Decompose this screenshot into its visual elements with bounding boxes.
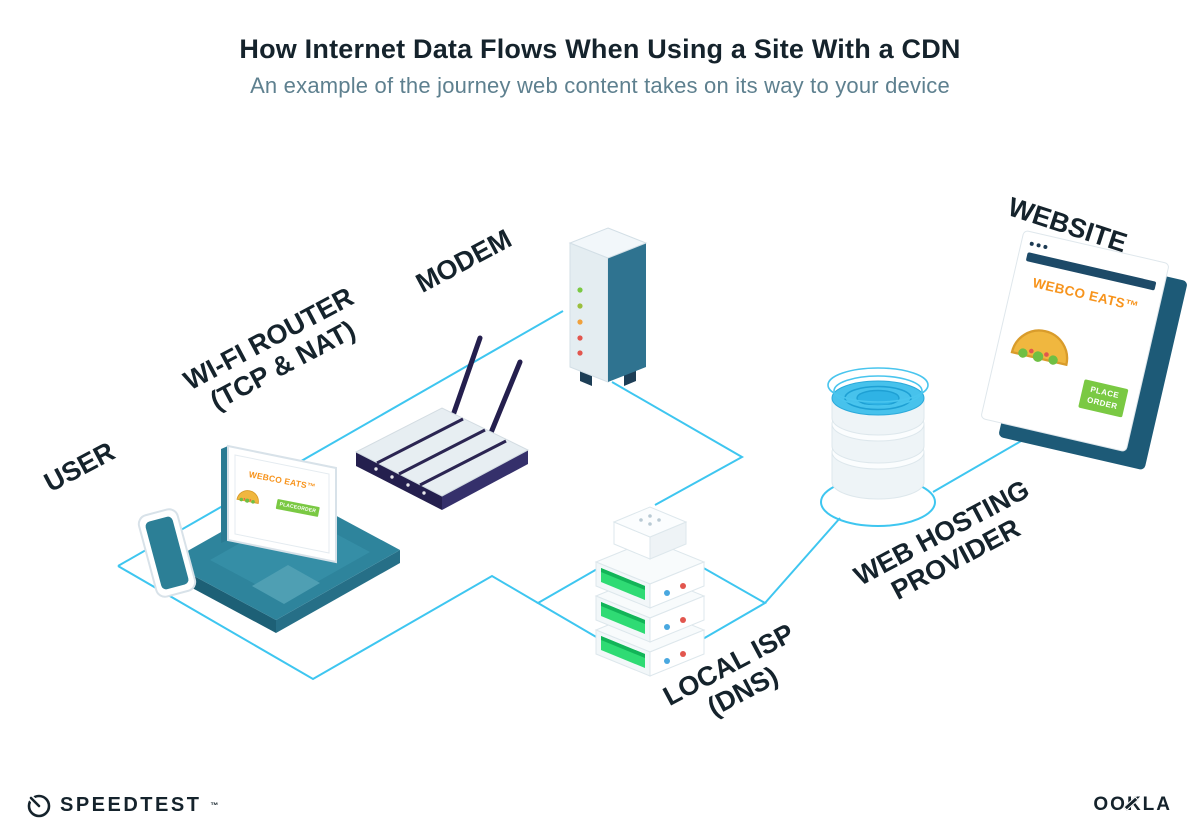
speedtest-trademark: ™: [210, 800, 219, 810]
server-top-dots: [639, 514, 661, 526]
taco-icon: [1007, 313, 1078, 375]
database-ripple-rings: [827, 367, 929, 407]
place-order-button: PLACE ORDER: [1078, 379, 1129, 418]
taco-icon: [236, 490, 259, 504]
browser-dot: [1036, 242, 1042, 248]
header: How Internet Data Flows When Using a Sit…: [0, 34, 1200, 99]
speedtest-wordmark: SPEEDTEST: [60, 793, 202, 816]
footer: SPEEDTEST ™ OOKLA: [0, 778, 1200, 836]
smartphone-illustration: [137, 508, 197, 598]
wifi-router-illustration: [354, 335, 530, 510]
browser-dot: [1029, 240, 1035, 246]
web-hosting-database-illustration: [827, 367, 929, 500]
isp-server-illustration: [594, 506, 706, 677]
laptop-touchpad: [252, 565, 320, 604]
modem-illustration: [568, 227, 648, 386]
website-browser-window: WEBCO EATS™ PLACE ORDER: [980, 229, 1170, 453]
router-antennas: [447, 335, 523, 443]
modem-led-lights: [577, 287, 583, 356]
page-subtitle: An example of the journey web content ta…: [250, 73, 950, 98]
place-order-badge: PLACEORDER: [275, 498, 320, 517]
router-top-grooves: [376, 417, 507, 487]
page-title: How Internet Data Flows When Using a Sit…: [239, 34, 961, 64]
browser-dot: [1043, 244, 1048, 249]
speedtest-gauge-icon: [27, 794, 51, 818]
speedtest-logo: SPEEDTEST ™: [26, 792, 218, 818]
laptop-screen-content: WEBCO EATS™ PLACEORDER: [227, 467, 328, 547]
ookla-logo: OOKLA: [1093, 794, 1172, 816]
router-status-dots: [374, 467, 426, 495]
